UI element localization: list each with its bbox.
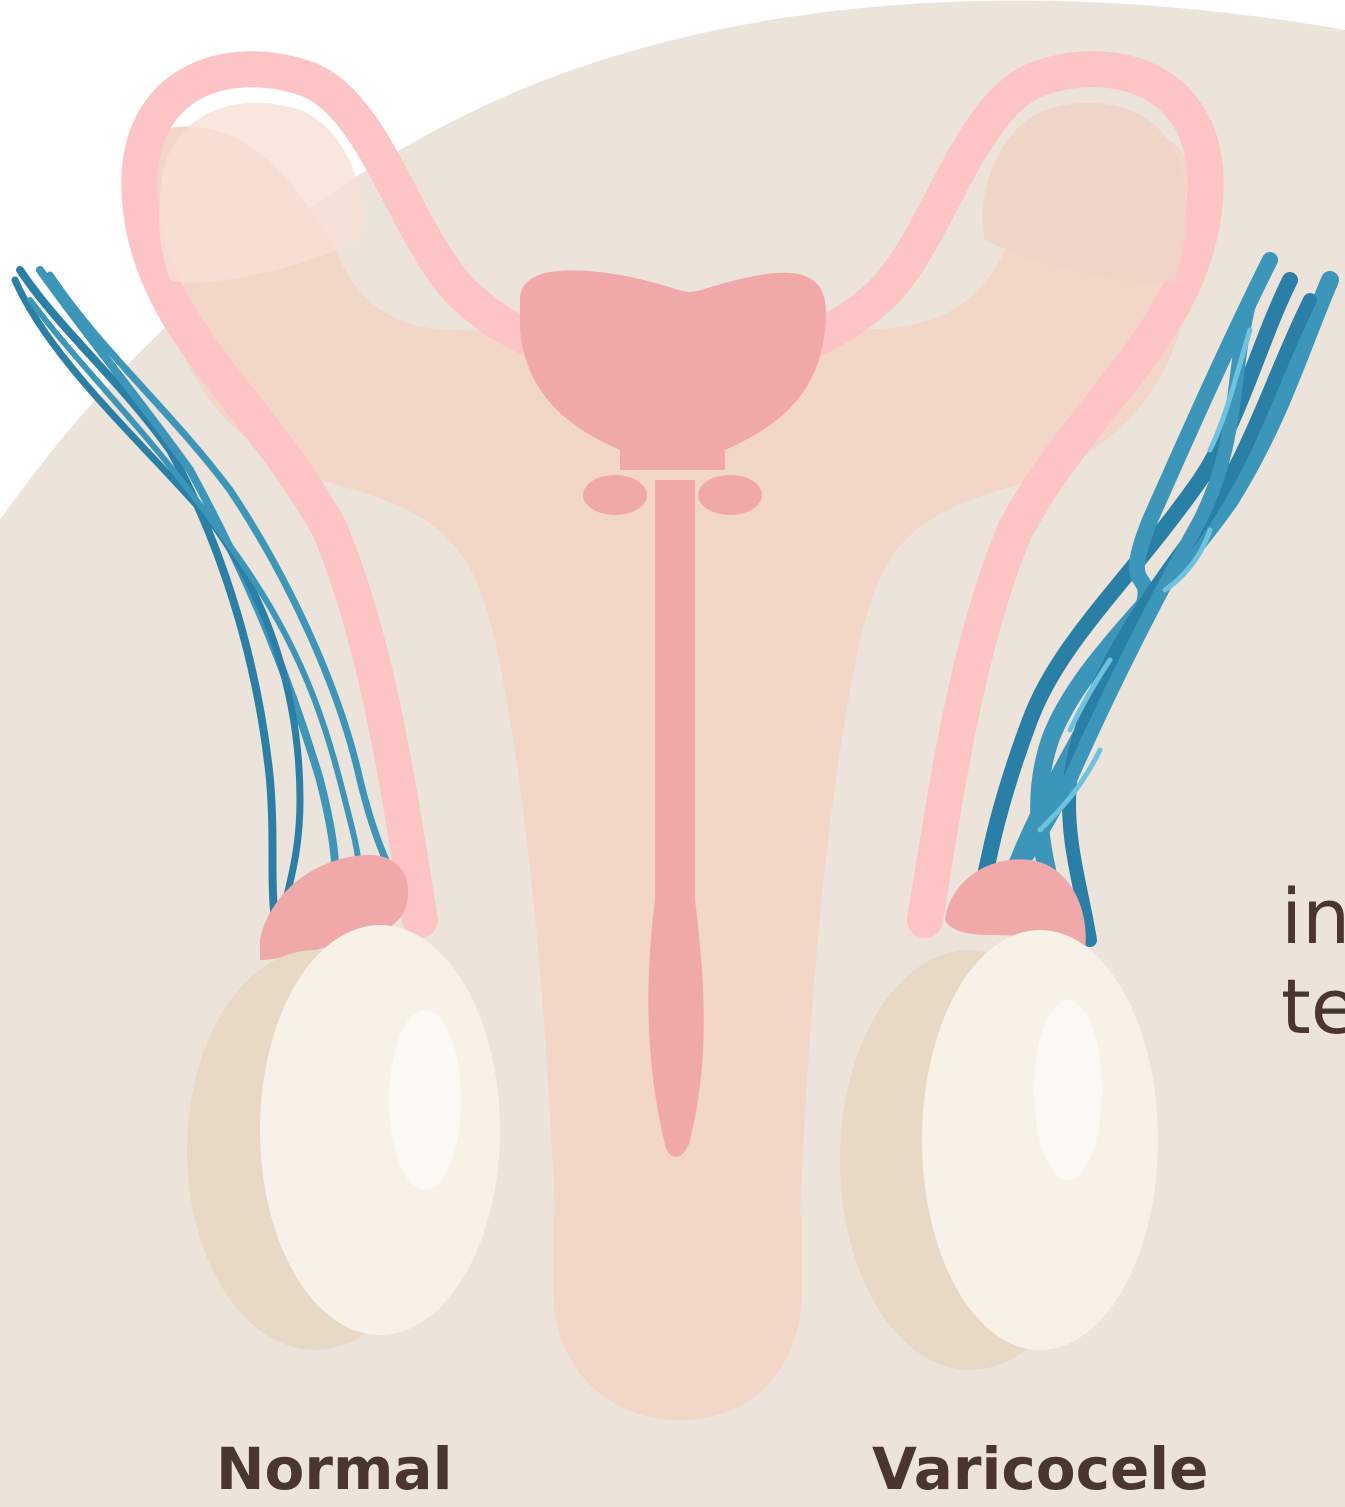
side-text-line-1: in	[1281, 872, 1345, 961]
cropped-side-text: in te	[1281, 872, 1345, 1052]
testis-highlight-right	[1034, 1000, 1102, 1180]
side-text-line-2: te	[1281, 962, 1345, 1051]
label-normal: Normal	[216, 1440, 452, 1498]
testis-highlight-left	[389, 1010, 461, 1190]
testis-left	[260, 925, 500, 1335]
seminal-vesicle-right	[698, 475, 762, 515]
label-varicocele: Varicocele	[872, 1440, 1209, 1498]
seminal-vesicle-left	[583, 475, 647, 515]
